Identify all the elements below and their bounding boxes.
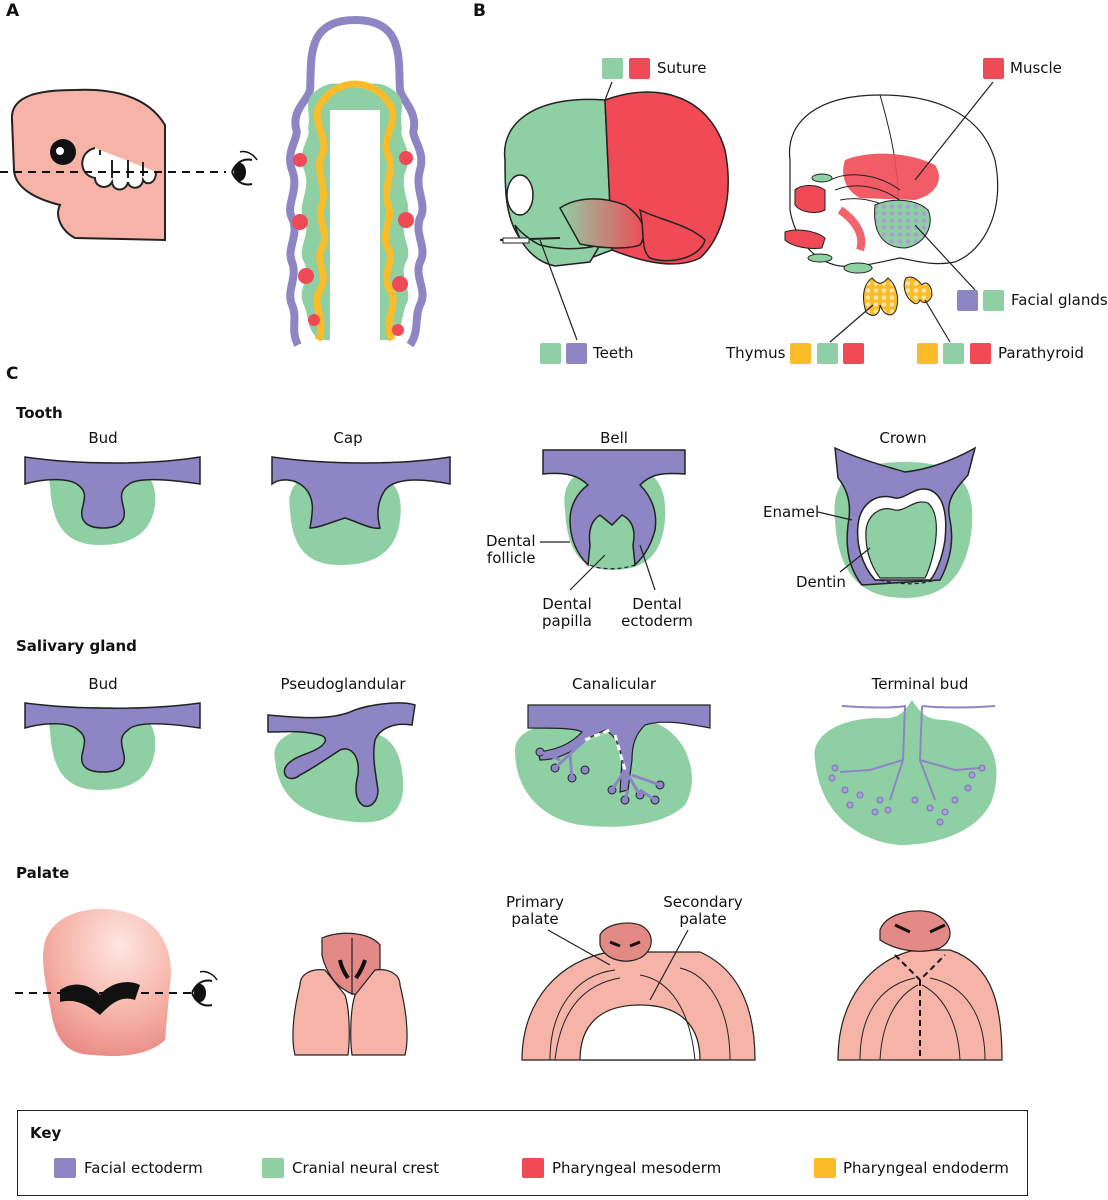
thymus-leader xyxy=(829,304,874,343)
key-label-pharyngeal-endoderm: Pharyngeal endoderm xyxy=(843,1159,1009,1177)
palate-head-front xyxy=(43,908,171,1057)
thymus-swatch-crest xyxy=(817,343,838,364)
key-label-facial-ectoderm: Facial ectoderm xyxy=(84,1159,203,1177)
palate-eye-icon xyxy=(191,970,218,1007)
dental-follicle-label: Dental follicle xyxy=(486,532,536,568)
pharyngeal-arches xyxy=(81,147,157,191)
muscle-leader xyxy=(914,81,994,181)
suture-leader xyxy=(604,81,613,101)
dentin-label: Dentin xyxy=(796,573,846,591)
key-swatch-pharyngeal-mesoderm xyxy=(522,1158,544,1178)
suture-swatch-crest xyxy=(602,58,623,79)
salivary-stage-terminal-bud: Terminal bud xyxy=(871,675,969,693)
thymus-label: Thymus xyxy=(726,344,786,362)
panel-a-embryo xyxy=(10,88,166,242)
tooth-stage-bud: Bud xyxy=(88,429,118,447)
thymus-swatch-mesoderm xyxy=(843,343,864,364)
teeth-swatch-crest xyxy=(540,343,561,364)
dentin-leader xyxy=(839,547,871,573)
panel-label-a: A xyxy=(6,1,20,21)
key-swatch-cranial-neural-crest xyxy=(262,1158,284,1178)
key-swatch-facial-ectoderm xyxy=(54,1158,76,1178)
dental-ectoderm-label: Dental ectoderm xyxy=(621,595,693,631)
panel-label-c: C xyxy=(6,364,19,384)
salivary-stage-pseudoglandular: Pseudoglandular xyxy=(280,675,406,693)
skull-left xyxy=(499,91,729,267)
tooth-crown xyxy=(834,446,977,598)
teeth-leader xyxy=(539,239,578,341)
key-label-cranial-neural-crest: Cranial neural crest xyxy=(292,1159,440,1177)
panel-label-b: B xyxy=(473,1,486,21)
salivary-bud xyxy=(24,702,201,790)
suture-swatch-mesoderm xyxy=(629,58,650,79)
skull-right xyxy=(784,94,999,274)
ectoderm-leader xyxy=(639,544,656,591)
pharyngeal-section xyxy=(286,15,427,350)
thymus-swatch-endoderm xyxy=(790,343,811,364)
enamel-leader xyxy=(817,511,853,521)
tooth-bell xyxy=(542,449,686,570)
thymus-lobes xyxy=(863,277,899,316)
suture-label: Suture xyxy=(657,59,707,77)
glands-swatch-ectoderm xyxy=(957,290,978,311)
tooth-stage-cap: Cap xyxy=(333,429,363,447)
salivary-stage-canalicular: Canalicular xyxy=(572,675,656,693)
papilla-leader xyxy=(569,554,606,591)
facial-glands-label: Facial glands xyxy=(1011,291,1108,309)
primary-palate-label: Primary palate xyxy=(506,893,564,929)
dental-papilla-label: Dental papilla xyxy=(542,595,592,631)
mesoderm-core xyxy=(293,153,307,167)
key-label-pharyngeal-mesoderm: Pharyngeal mesoderm xyxy=(552,1159,722,1177)
salivary-section-title: Salivary gland xyxy=(16,637,137,655)
parathyroid-swatch-mesoderm xyxy=(970,343,991,364)
glands-leader xyxy=(914,224,976,291)
muscle-swatch xyxy=(983,58,1004,79)
palate-fusion-1 xyxy=(521,922,756,1061)
palate-shelves xyxy=(292,932,408,1056)
parathyroid-swatch-crest xyxy=(943,343,964,364)
primary-leader xyxy=(547,929,611,966)
parathyroid-leader xyxy=(924,299,951,343)
palate-section-title: Palate xyxy=(16,864,70,882)
parathyroid-label: Parathyroid xyxy=(998,344,1084,362)
salivary-terminal-bud xyxy=(814,700,997,845)
teeth-swatch-ectoderm xyxy=(566,343,587,364)
key-title: Key xyxy=(30,1124,62,1142)
eye-icon xyxy=(231,150,258,186)
teeth-label: Teeth xyxy=(593,344,634,362)
key-box xyxy=(17,1110,1028,1196)
secondary-palate-label: Secondary palate xyxy=(663,893,743,929)
tooth-section-title: Tooth xyxy=(16,404,63,422)
enamel-label: Enamel xyxy=(763,503,820,521)
palate-fusion-2 xyxy=(837,910,1003,1061)
salivary-stage-bud: Bud xyxy=(88,675,118,693)
secondary-leader xyxy=(649,929,689,1001)
muscle-label: Muscle xyxy=(1010,59,1062,77)
tooth-cap xyxy=(271,456,451,565)
tooth-stage-crown: Crown xyxy=(879,429,927,447)
salivary-pseudoglandular xyxy=(267,702,416,823)
parathyroid-gland xyxy=(903,276,933,305)
salivary-canalicular xyxy=(515,704,711,827)
key-swatch-pharyngeal-endoderm xyxy=(814,1158,836,1178)
glands-swatch-crest xyxy=(983,290,1004,311)
tooth-bud xyxy=(24,456,201,545)
parathyroid-swatch-endoderm xyxy=(917,343,938,364)
tooth-stage-bell: Bell xyxy=(600,429,628,447)
